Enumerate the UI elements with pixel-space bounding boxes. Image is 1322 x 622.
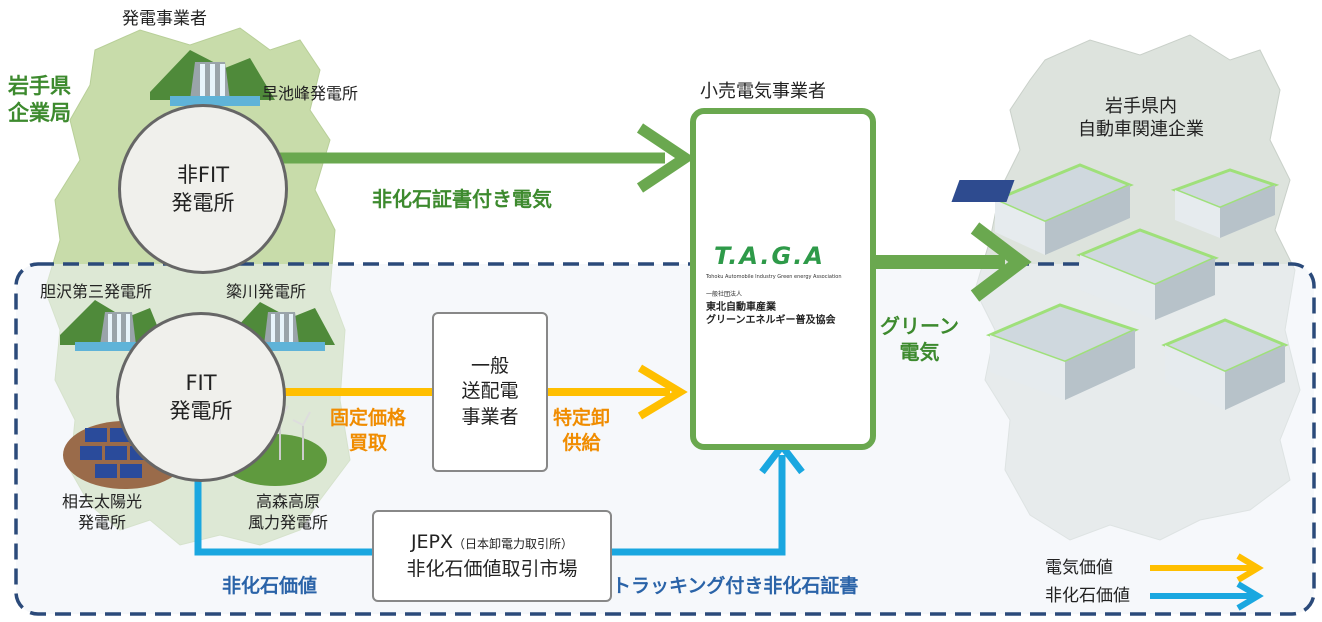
jepx-name: JEPX (410, 531, 454, 554)
retailer-box: T.A.G.A Tohoku Automobile Industry Green… (690, 108, 876, 450)
green-arrow-head-1 (636, 123, 695, 193)
flow-fixed-price: 固定価格 買取 (330, 406, 406, 455)
plant-takamori-wind: 高森高原 風力発電所 (248, 492, 328, 534)
org-label-line1: 岩手県 (8, 74, 71, 98)
grid-operator-line3: 事業者 (461, 405, 519, 428)
nonfit-circle-line1: 非FIT (176, 162, 230, 187)
factory-illustrations (951, 163, 1289, 410)
fit-plant-circle: FIT 発電所 (116, 312, 286, 482)
orange-arrow-head (637, 364, 688, 420)
green-arrow-head-2 (970, 222, 1032, 302)
flow-tracking-cert: トラッキング付き非化石証書 (612, 575, 859, 597)
grid-operator-line1: 一般 (470, 354, 509, 377)
plant-hayachine: 早池峰発電所 (262, 84, 359, 103)
retailer-org-prefix: 一般社団法人 (706, 291, 743, 298)
fit-circle-line2: 発電所 (169, 399, 233, 423)
grid-operator-line2: 送配電 (461, 380, 519, 403)
nonfit-plant-circle: 非FIT 発電所 (118, 104, 288, 274)
plant-isawa: 胆沢第三発電所 (40, 282, 153, 301)
specific-wholesale-line2: 供給 (562, 431, 601, 454)
specific-wholesale-line1: 特定卸 (553, 407, 611, 429)
plant-takamori-line2: 風力発電所 (248, 512, 329, 532)
retailer-org-line1: 東北自動車産業 (706, 302, 776, 313)
retailer-org-line2: グリーンエネルギー普及協会 (706, 315, 836, 326)
customers-title: 岩手県内 自動車関連企業 (1078, 95, 1204, 142)
dam-illustration-hayachine (150, 50, 275, 106)
taga-logo-subtitle: Tohoku Automobile Industry Green energy … (706, 274, 842, 280)
plant-aisari-line1: 相去太陽光 (62, 492, 143, 511)
customers-line2: 自動車関連企業 (1078, 119, 1204, 141)
fixed-price-line1: 固定価格 (330, 407, 407, 429)
green-line1: グリーン (880, 314, 959, 338)
retailer-title: 小売電気事業者 (700, 81, 826, 102)
plant-takamori-line1: 高森高原 (256, 492, 321, 511)
fixed-price-line2: 買取 (349, 431, 388, 454)
jepx-title: JEPX（日本卸電力取引所） (411, 529, 573, 556)
legend-nonfossil-value: 非化石価値 (1045, 586, 1130, 606)
grid-operator-box: 一般 送配電 事業者 (432, 312, 548, 472)
jepx-note: （日本卸電力取引所） (453, 537, 574, 552)
generator-title: 発電事業者 (122, 9, 207, 29)
customers-line1: 岩手県内 (1105, 96, 1177, 117)
green-line2: 電気 (899, 340, 940, 364)
dam-illustration-yanagawa (225, 302, 335, 351)
flow-specific-wholesale: 特定卸 供給 (553, 406, 610, 455)
legend-power-value: 電気価値 (1045, 558, 1113, 578)
plant-yanagawa: 簗川発電所 (226, 282, 307, 301)
fit-circle-line1: FIT (185, 370, 217, 395)
nonfit-circle-line2: 発電所 (171, 191, 235, 215)
flow-nonfossil-value: 非化石価値 (222, 575, 318, 597)
plant-aisari-solar: 相去太陽光 発電所 (62, 492, 142, 534)
plant-aisari-line2: 発電所 (78, 512, 127, 532)
jepx-market: 非化石価値取引市場 (406, 558, 578, 580)
flow-nonfossil-power: 非化石証書付き電気 (372, 187, 552, 211)
dam-illustration-isawa (60, 300, 165, 351)
flow-green-power: グリーン 電気 (880, 313, 959, 365)
jepx-box: JEPX（日本卸電力取引所） 非化石価値取引市場 (372, 510, 612, 602)
fit-region-box (14, 262, 1316, 616)
org-label-line2: 企業局 (8, 101, 71, 125)
taga-logo: T.A.G.A (714, 242, 825, 270)
